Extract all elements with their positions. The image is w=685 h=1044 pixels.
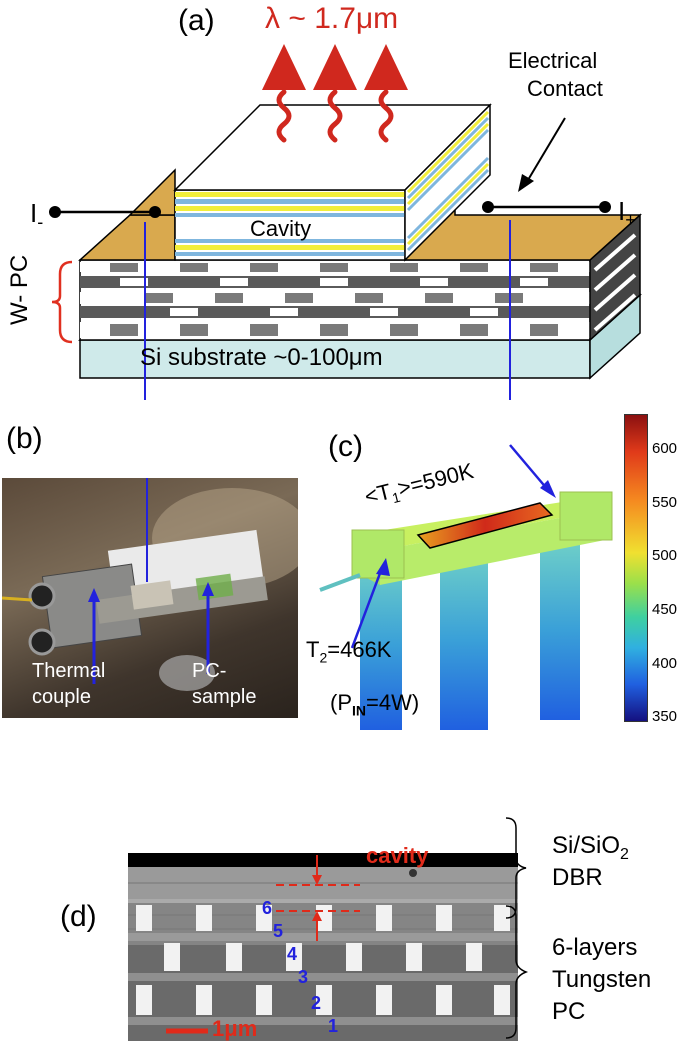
- i-minus-text: I: [30, 198, 38, 228]
- dbr-label-2: DBR: [552, 864, 603, 891]
- dbr-layers: [175, 192, 405, 256]
- thermal-simulation: [319, 444, 613, 730]
- colorbar: [624, 414, 648, 722]
- tungsten-pc-label: 6-layers: [552, 934, 638, 961]
- panel-c-label: (c): [328, 430, 363, 463]
- emission-arrows: [262, 44, 408, 143]
- dbr-label: Si/SiO2: [552, 832, 629, 864]
- i-minus-sub: -: [37, 212, 44, 233]
- sem-brackets: [505, 817, 529, 1039]
- i-plus-sub: +: [625, 210, 636, 231]
- pin-sub: IN: [352, 702, 366, 719]
- thermal-couple-label: Thermal: [32, 660, 106, 682]
- t2-value: =466K: [327, 637, 392, 662]
- colorbar-tick: 400: [652, 655, 678, 672]
- t2-sub: 2: [319, 649, 328, 666]
- substrate-label: Si substrate ~0-100μm: [140, 344, 383, 371]
- electrical-contact-label: Electrical: [508, 48, 598, 73]
- sample-photo: [2, 478, 298, 718]
- t2-text: T: [306, 637, 320, 662]
- i-minus-label: I-: [30, 198, 43, 233]
- cavity-label: Cavity: [250, 216, 312, 241]
- t1-text: <T: [362, 478, 394, 510]
- pin-text: (P: [330, 690, 352, 715]
- pc-sample-label-2: sample: [192, 686, 257, 708]
- panel-b-label: (b): [6, 422, 43, 455]
- tungsten-pc-label-3: PC: [552, 998, 586, 1025]
- dbr-text: Si/SiO: [552, 832, 621, 859]
- dbr-sub: 2: [620, 845, 629, 863]
- sem-cavity-label: cavity: [366, 843, 429, 868]
- pin-value: =4W): [366, 690, 420, 715]
- layer-number: 4: [287, 944, 298, 964]
- device-schematic: [49, 44, 642, 400]
- sem-drawing: [128, 853, 518, 1041]
- panel-a-label: (a): [178, 4, 215, 37]
- i-plus-text: I: [618, 196, 626, 226]
- layer-number: 1: [328, 1016, 339, 1036]
- layer-number: 3: [298, 967, 309, 987]
- layer-number: 5: [273, 921, 284, 941]
- layer-number: 2: [311, 993, 322, 1013]
- electrical-contact-label-2: Contact: [527, 76, 603, 101]
- panel-d-label: (d): [60, 900, 97, 933]
- colorbar-tick: 600: [652, 440, 678, 457]
- layer-number: 6: [262, 898, 273, 918]
- colorbar-tick: 550: [652, 494, 678, 511]
- wpc-label: W- PC: [6, 254, 33, 325]
- colorbar-tick: 500: [652, 547, 678, 564]
- sem-annotations: [166, 855, 360, 1034]
- pc-sample-label: PC-: [192, 660, 227, 682]
- sample-photo-drawing: [2, 478, 298, 691]
- t2-label: T2=466K: [306, 637, 391, 665]
- colorbar-tick: 350: [652, 708, 678, 725]
- i-plus-label: I+: [618, 196, 636, 231]
- sem-image: [128, 853, 518, 1041]
- tungsten-pc-label-2: Tungsten: [552, 966, 652, 993]
- pin-label: (PIN=4W): [330, 690, 419, 718]
- thermal-couple-label-2: couple: [32, 686, 91, 708]
- scale-bar-label: 1μm: [212, 1016, 258, 1041]
- wavelength-label: λ ~ 1.7μm: [265, 2, 399, 35]
- colorbar-tick: 450: [652, 601, 678, 618]
